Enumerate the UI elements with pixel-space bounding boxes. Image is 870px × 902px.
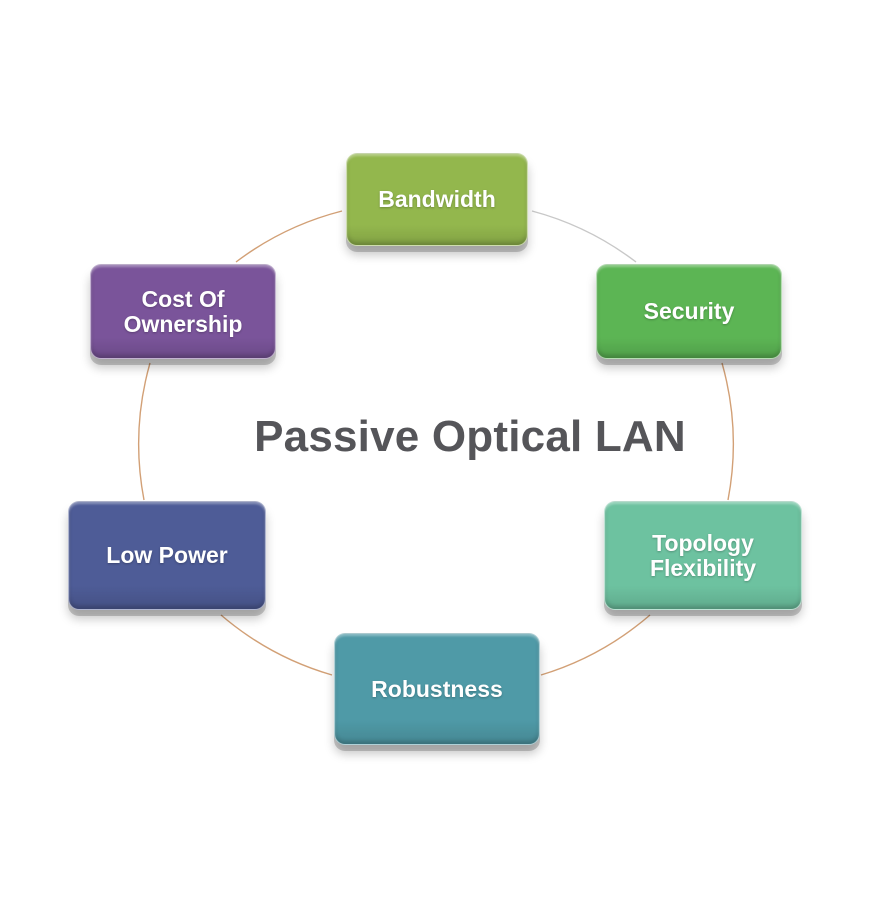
node-robustness: Robustness	[334, 633, 540, 745]
node-low-power: Low Power	[68, 501, 266, 610]
node-topology-flexibility: Topology Flexibility	[604, 501, 802, 610]
node-label: Robustness	[371, 675, 503, 702]
node-cost-of-ownership: Cost Of Ownership	[90, 264, 276, 359]
node-label: Low Power	[106, 542, 228, 568]
connector-bandwidth-security	[531, 210, 637, 263]
connector-topology-robustness	[540, 614, 651, 676]
node-bandwidth: Bandwidth	[346, 153, 528, 246]
node-security: Security	[596, 264, 782, 359]
node-label: Bandwidth	[378, 186, 496, 212]
connector-lowpower-cost	[138, 362, 151, 501]
connector-robustness-lowpower	[220, 614, 333, 676]
node-label: Topology Flexibility	[649, 529, 757, 581]
node-label: Security	[643, 298, 735, 324]
connector-security-topology	[721, 362, 734, 501]
diagram-title: Passive Optical LAN	[254, 412, 686, 461]
node-label: Cost Of Ownership	[123, 285, 243, 337]
connector-cost-bandwidth	[235, 210, 343, 263]
